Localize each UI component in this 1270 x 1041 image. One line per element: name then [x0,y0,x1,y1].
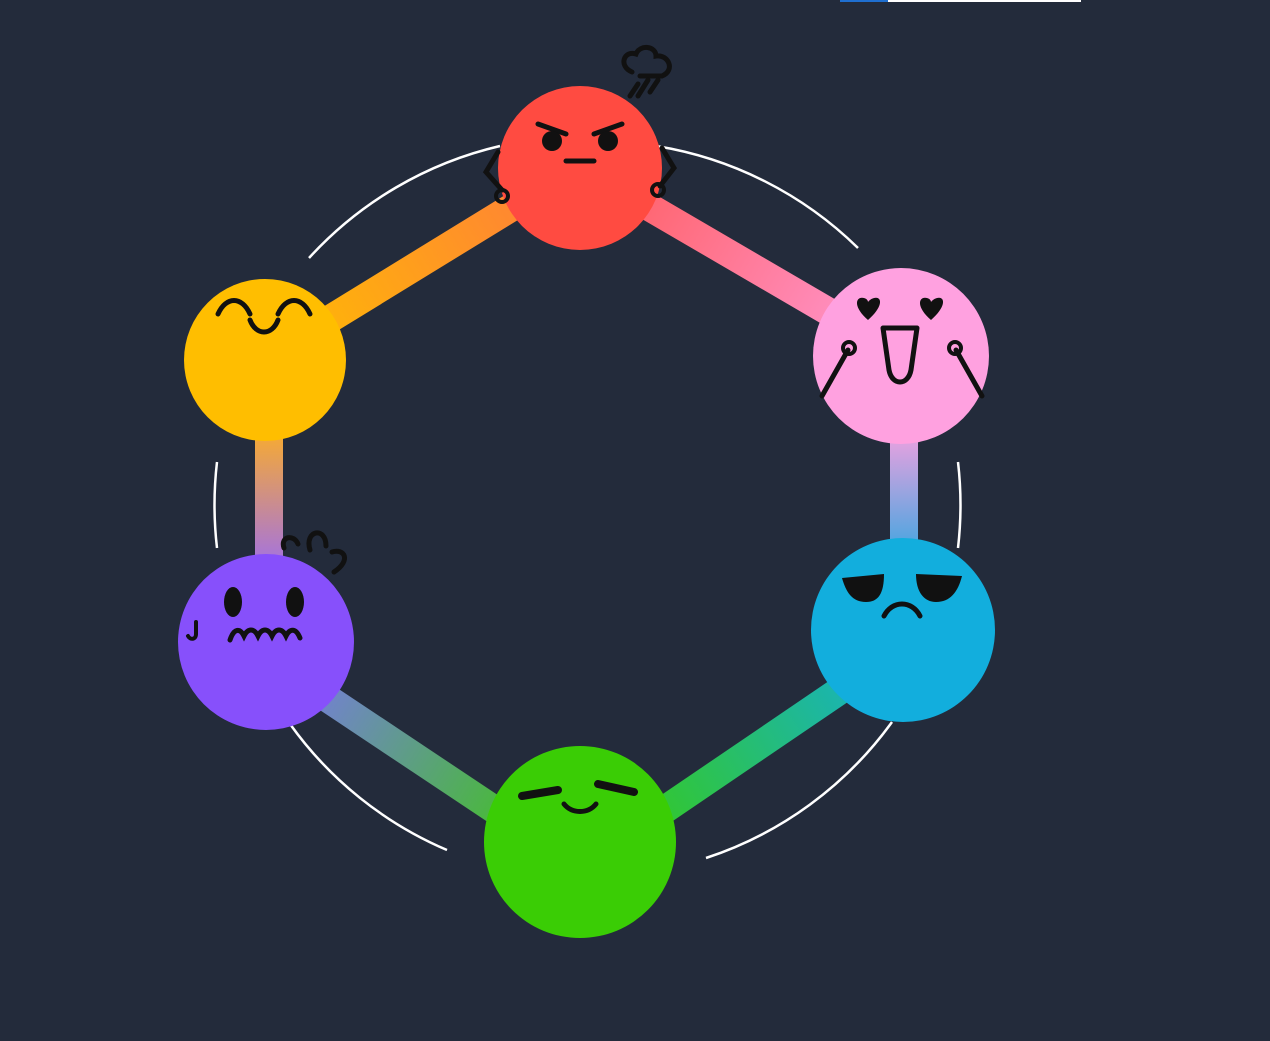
emotion-node-anxious [178,530,354,730]
emotion-node-happy [184,279,346,441]
top-edge-accent-blue [840,0,888,2]
calm-node-circle [484,746,676,938]
sad-node-circle [811,538,995,722]
in-love-node-circle [813,268,989,444]
outer-ring [213,144,962,860]
heart-eyes-face-icon [819,297,985,399]
connectors [255,177,918,852]
nervous-face-icon [186,587,304,643]
angry-face-icon [482,121,678,193]
happy-node-circle [184,279,346,441]
connector-angry-love [612,177,868,343]
content-face-icon [518,780,638,814]
sad-face-icon [842,574,962,619]
sweat-swirl-icon [280,530,347,575]
smiling-face-icon [215,298,313,335]
top-edge-accent-white [888,0,1081,2]
emotion-node-calm [484,746,676,938]
steam-cloud-icon [621,45,672,99]
angry-node-circle [498,86,662,250]
emotion-node-sad [811,538,995,722]
emotion-node-in-love [813,268,989,444]
connector-happy-angry [304,178,548,342]
anxious-node-circle [178,554,354,730]
emotion-node-angry [482,45,678,250]
